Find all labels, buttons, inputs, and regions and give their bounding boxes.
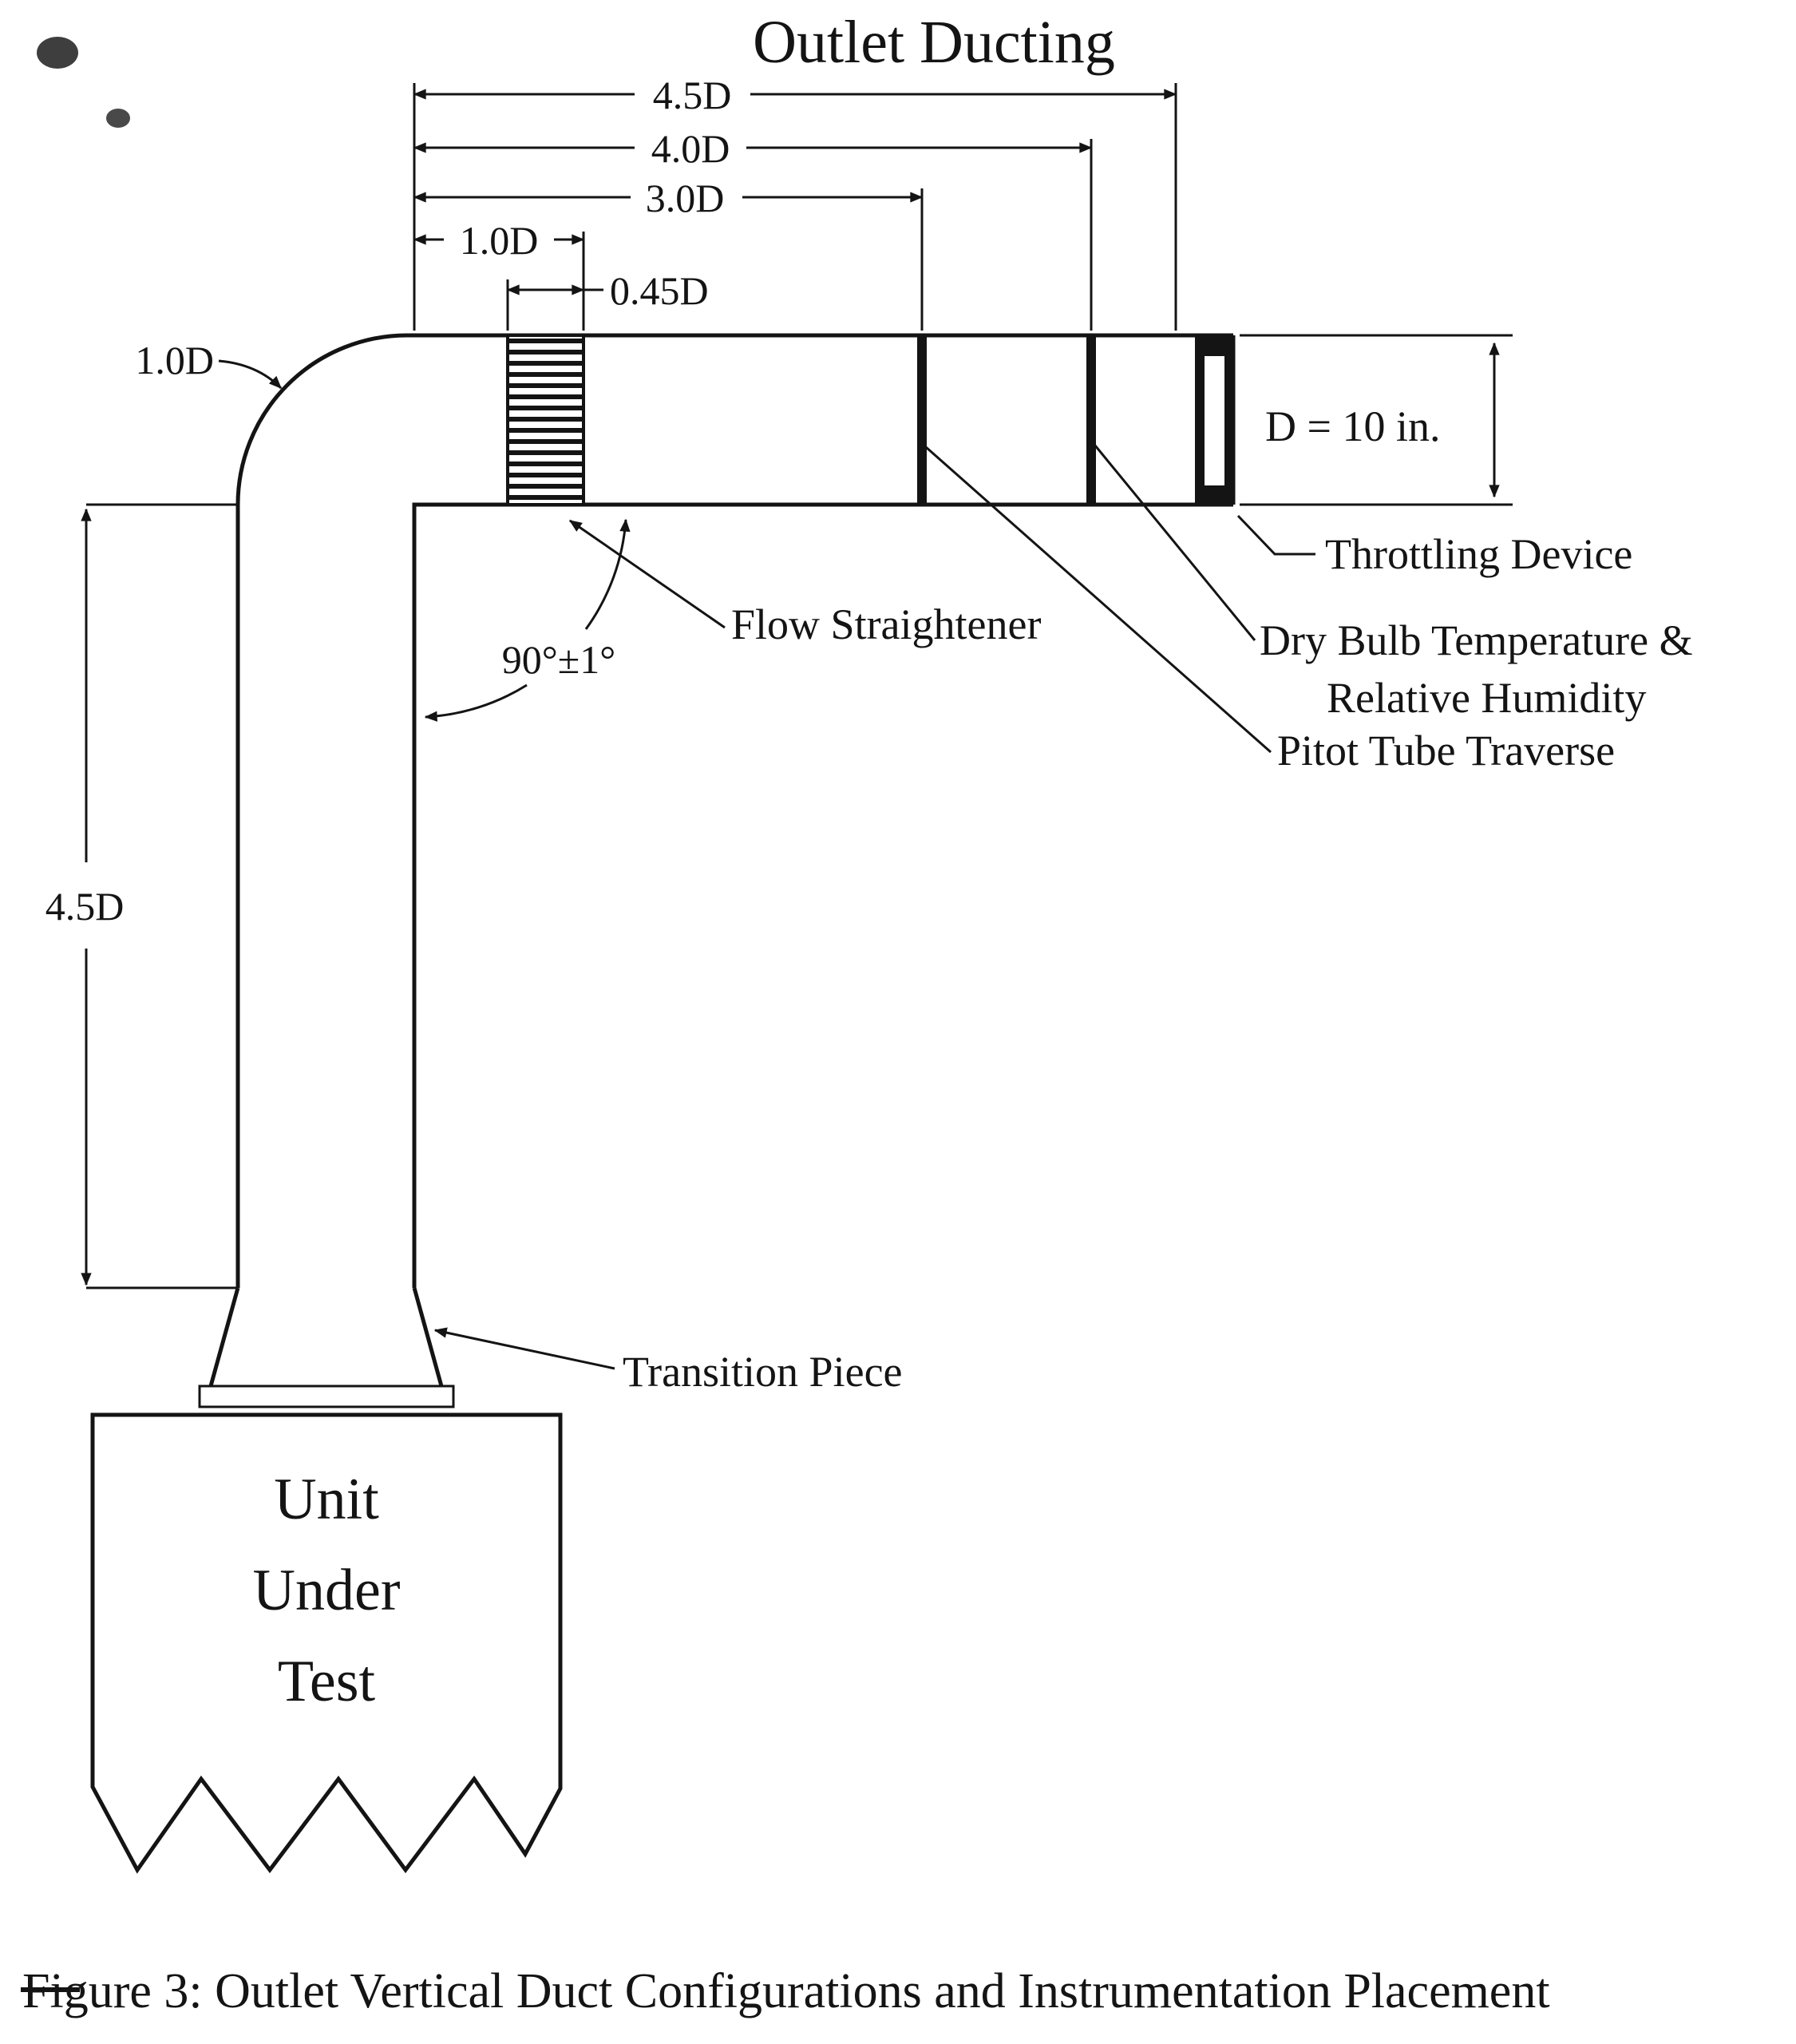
diagram-title: Outlet Ducting <box>753 9 1115 76</box>
flow-straightener-leader <box>568 519 726 629</box>
duct-inner-edge <box>412 502 1233 1288</box>
throttling-device-block <box>1195 335 1233 505</box>
callout-leaders <box>433 445 1315 1370</box>
transition-piece-label: Transition Piece <box>623 1348 903 1396</box>
dim-4-5d-left: 4.5D <box>45 884 125 929</box>
unit-under-test-box: Unit Under Test <box>90 1412 563 1874</box>
flange <box>198 1384 455 1408</box>
corner-radius-callout: 1.0D <box>135 338 283 390</box>
top-dimensions: 4.5D 4.0D 3.0D 1.0D 0.45D <box>413 73 1177 331</box>
duct-outer-edge <box>235 333 1233 1288</box>
left-dimension: 4.5D <box>45 503 236 1289</box>
figure-caption: Figure 3: Outlet Vertical Duct Configura… <box>22 1964 1550 2018</box>
dim-diameter: D = 10 in. <box>1265 402 1440 450</box>
dim-1-0d-top: 1.0D <box>460 218 539 263</box>
unit-under-test-line3: Test <box>278 1649 376 1714</box>
scan-artifacts <box>21 37 130 1992</box>
dim-0-45d: 0.45D <box>610 268 709 313</box>
dry-bulb-line <box>1086 337 1096 503</box>
duct-outline <box>235 333 1236 1288</box>
flow-straightener-block <box>506 334 585 506</box>
transition-piece <box>198 1287 455 1408</box>
throttling-device-label: Throttling Device <box>1325 530 1632 578</box>
pitot-leader <box>925 446 1272 754</box>
dim-3-0d: 3.0D <box>646 176 725 220</box>
pitot-tube-line <box>917 337 927 503</box>
angle-annotation: 90°±1° <box>424 518 631 722</box>
dim-4-0d: 4.0D <box>651 126 730 171</box>
throttling-leader <box>1236 514 1315 556</box>
transition-leader <box>433 1327 615 1370</box>
pitot-label: Pitot Tube Traverse <box>1277 727 1615 774</box>
dry-bulb-label-line1: Dry Bulb Temperature & <box>1260 616 1693 664</box>
dry-bulb-label-line2: Relative Humidity <box>1327 674 1646 722</box>
dim-angle: 90°±1° <box>502 637 615 682</box>
unit-under-test-line2: Under <box>253 1558 401 1623</box>
dim-4-5d-top: 4.5D <box>653 73 732 117</box>
flow-straightener-label: Flow Straightener <box>731 600 1041 648</box>
dim-1-0d-corner: 1.0D <box>135 338 214 382</box>
diameter-dimension: D = 10 in. <box>1240 334 1513 506</box>
unit-under-test-line1: Unit <box>274 1467 379 1532</box>
extension-lines-top <box>413 83 1177 331</box>
dry-bulb-leader <box>1094 445 1256 641</box>
